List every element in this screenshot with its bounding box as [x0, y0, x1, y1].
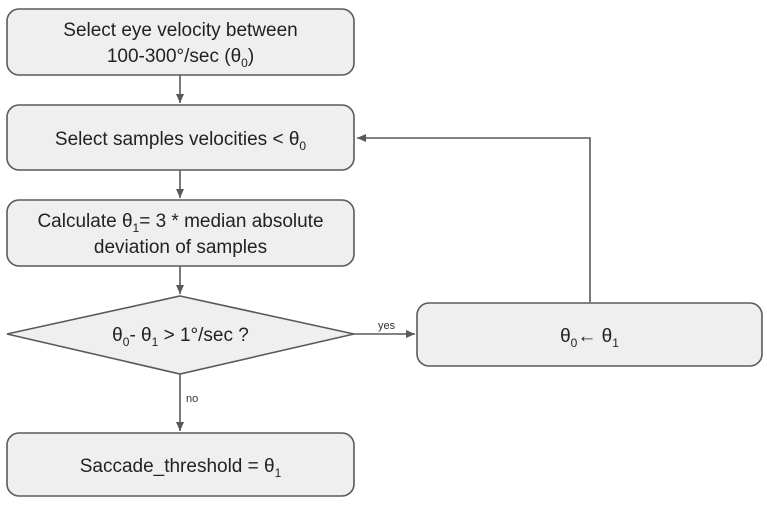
node-select-velocity	[6, 8, 355, 76]
node-select-samples	[6, 104, 355, 171]
edge-label-no: no	[186, 393, 198, 405]
node-select-velocity-line2: 100-300°/sec (θ0)	[107, 46, 254, 70]
node-calculate-line2: deviation of samples	[94, 237, 267, 258]
node-select-samples-text: Select samples velocities < θ0	[55, 129, 306, 153]
node-calculate	[6, 199, 355, 267]
arrow-update-to-samples	[357, 134, 591, 302]
node-update	[416, 302, 763, 367]
node-calculate-line1: Calculate θ1= 3 * median absolute	[37, 211, 323, 235]
node-result	[6, 432, 355, 497]
node-decision	[6, 295, 355, 375]
node-select-velocity-line1: Select eye velocity between	[63, 20, 297, 41]
node-result-text: Saccade_threshold = θ1	[80, 456, 282, 480]
node-update-text: θ0← θ1	[560, 326, 619, 350]
edge-label-yes: yes	[378, 320, 396, 332]
node-decision-text: θ0- θ1 > 1°/sec ?	[112, 325, 249, 349]
